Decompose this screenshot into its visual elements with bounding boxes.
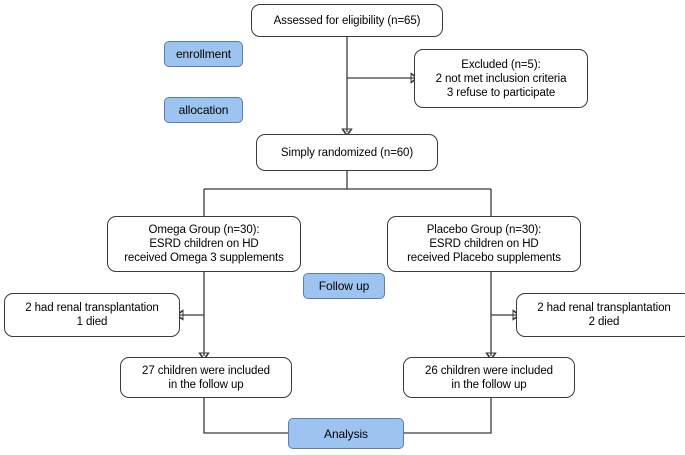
node-omega-losses: 2 had renal transplantation 1 died: [4, 293, 180, 337]
stage-label-enrollment: enrollment: [164, 41, 243, 67]
node-omega-followup: 27 children were included in the follow …: [120, 357, 292, 398]
node-placebo-group: Placebo Group (n=30): ESRD children on H…: [387, 216, 581, 272]
node-placebo-losses: 2 had renal transplantation 2 died: [516, 293, 685, 337]
stage-label-allocation: allocation: [164, 97, 243, 123]
node-simply-randomized: Simply randomized (n=60): [256, 134, 438, 171]
node-omega-group: Omega Group (n=30): ESRD children on HD …: [107, 216, 301, 272]
wire-omega-followup-to-analysis: [203, 398, 288, 434]
stage-label-follow-up: Follow up: [303, 273, 385, 299]
node-placebo-followup: 26 children were included in the follow …: [403, 357, 575, 398]
node-excluded: Excluded (n=5): 2 not met inclusion crit…: [414, 49, 588, 108]
node-assessed-for-eligibility: Assessed for eligibility (n=65): [251, 4, 443, 37]
wire-placebo-followup-to-analysis: [404, 398, 492, 434]
stage-label-analysis: Analysis: [288, 418, 404, 449]
